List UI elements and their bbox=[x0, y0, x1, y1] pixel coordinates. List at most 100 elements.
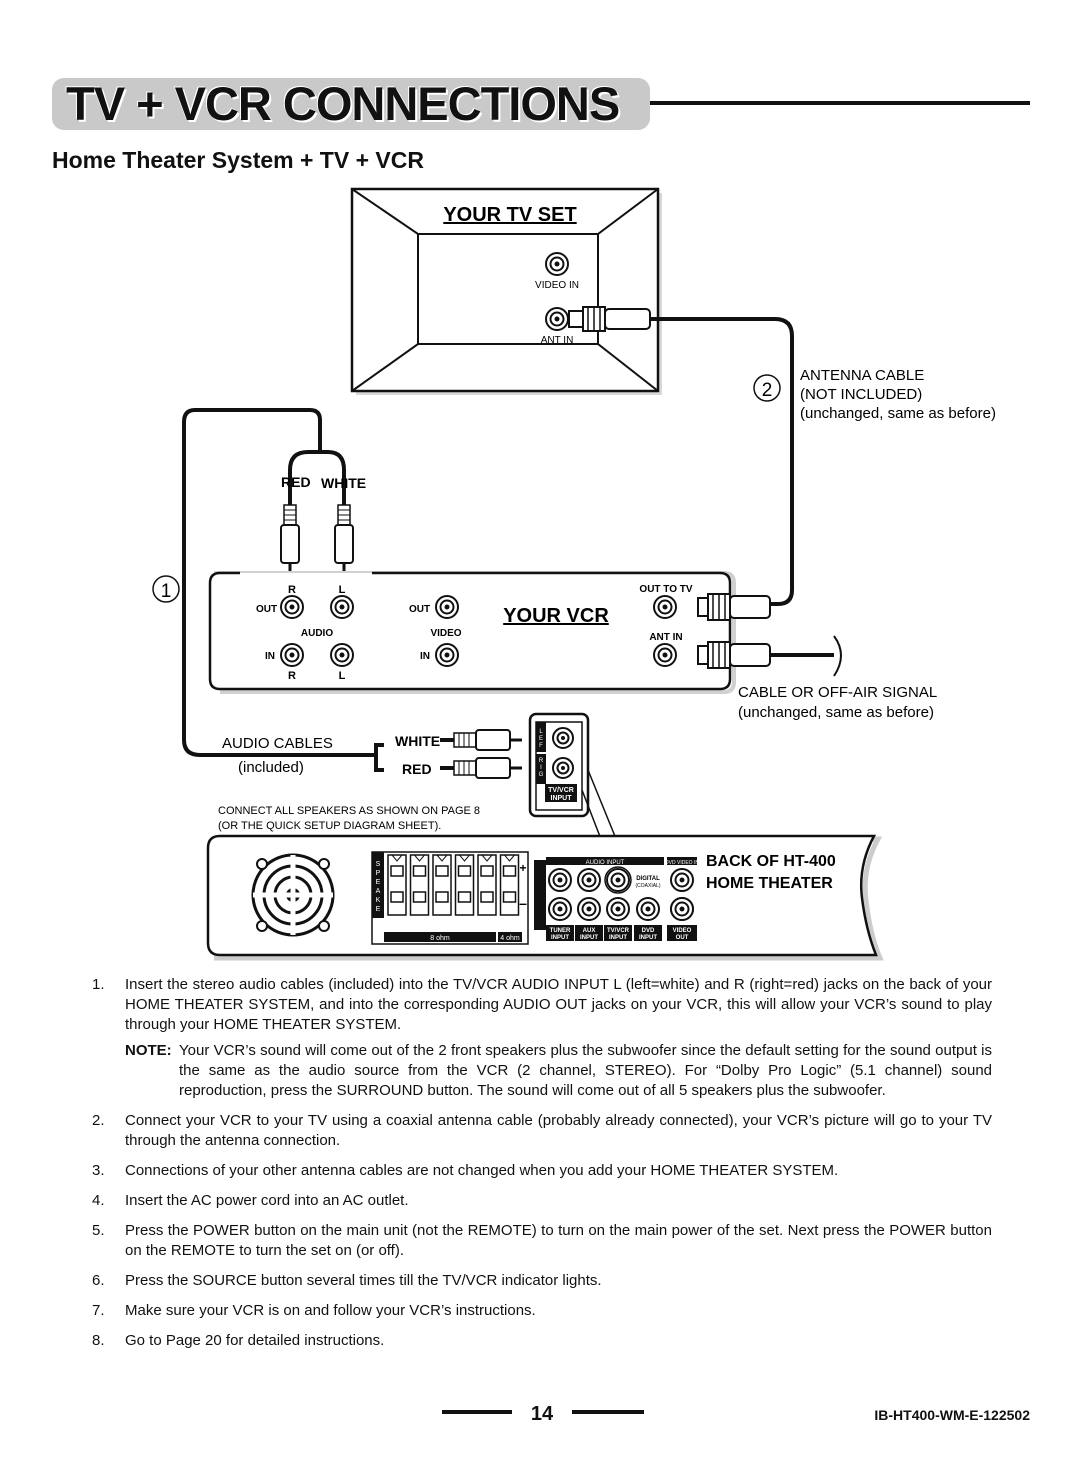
dvd-video-in-label: DVD VIDEO IN bbox=[665, 860, 699, 866]
antenna-cable-unchanged: (unchanged, same as before) bbox=[800, 405, 996, 422]
step-1: 1. Insert the stereo audio cables (inclu… bbox=[92, 975, 992, 1035]
instructions: 1. Insert the stereo audio cables (inclu… bbox=[92, 975, 992, 1361]
vcr-video-out-jack bbox=[435, 595, 459, 619]
vcr-video-in-label: IN bbox=[420, 651, 430, 662]
vcr-audio-out-l-jack bbox=[330, 595, 354, 619]
step-8: 8. Go to Page 20 for detailed instructio… bbox=[92, 1331, 992, 1351]
step-text: Insert the AC power cord into an AC outl… bbox=[125, 1192, 409, 1209]
input-sublabel: INPUT bbox=[551, 935, 569, 941]
step-number: 4. bbox=[92, 1192, 105, 1209]
svg-text:K: K bbox=[376, 897, 381, 904]
cable-signal-label: CABLE OR OFF-AIR SIGNAL bbox=[738, 684, 937, 701]
tv-ant-in-label: ANT IN bbox=[541, 335, 574, 346]
svg-text:E: E bbox=[376, 879, 381, 886]
svg-text:+: + bbox=[519, 861, 526, 875]
video-out-jack bbox=[670, 897, 694, 921]
antenna-cable bbox=[568, 306, 794, 606]
speaker-note-line2: (OR THE QUICK SETUP DIAGRAM SHEET). bbox=[218, 820, 441, 832]
vcr-title: YOUR VCR bbox=[503, 605, 609, 627]
title-banner bbox=[52, 78, 650, 130]
coaxial-label: (COAXIAL) bbox=[635, 883, 660, 889]
input-label: DVD bbox=[642, 928, 655, 934]
tv-title: YOUR TV SET bbox=[443, 204, 576, 226]
dvd-input-jack bbox=[636, 897, 660, 921]
vcr-audio-in-l-label: L bbox=[339, 670, 346, 682]
step-text: Connect your VCR to your TV using a coax… bbox=[125, 1112, 992, 1149]
step-text: Go to Page 20 for detailed instructions. bbox=[125, 1332, 385, 1349]
ht-input-jack bbox=[548, 897, 572, 921]
audio-cables-label: AUDIO CABLES bbox=[222, 735, 333, 752]
svg-text:F: F bbox=[539, 743, 543, 749]
svg-text:–: – bbox=[519, 895, 527, 911]
title-rule bbox=[650, 101, 1030, 105]
vcr-out-coax-plug bbox=[697, 593, 771, 621]
step-number: 1. bbox=[92, 976, 105, 993]
step-5: 5. Press the POWER button on the main un… bbox=[92, 1221, 992, 1261]
step-number: 6. bbox=[92, 1272, 105, 1289]
audio-cable-red-label: RED bbox=[402, 761, 432, 777]
step-text: Insert the stereo audio cables (included… bbox=[125, 976, 992, 1033]
step-number: 3. bbox=[92, 1162, 105, 1179]
tvvcr-left-jack-highlight bbox=[604, 866, 632, 894]
svg-text:L: L bbox=[539, 729, 543, 735]
step-4: 4. Insert the AC power cord into an AC o… bbox=[92, 1191, 992, 1211]
home-theater-title-2: HOME THEATER bbox=[706, 875, 833, 892]
svg-text:G: G bbox=[539, 772, 544, 778]
audio-cable-white-plug bbox=[440, 729, 522, 751]
ht-input-jack bbox=[577, 897, 601, 921]
ht-input-jack bbox=[606, 897, 630, 921]
step-number: 2. bbox=[92, 1112, 105, 1129]
connection-diagram: YOUR TV SET VIDEO IN ANT IN 2 ANTENNA CA… bbox=[152, 187, 996, 961]
video-out-label-1: VIDEO bbox=[673, 928, 692, 934]
antenna-marker-2: 2 bbox=[753, 374, 781, 402]
tv-ant-in-jack bbox=[545, 307, 569, 331]
svg-text:R: R bbox=[539, 758, 544, 764]
ohm8-label: 8 ohm bbox=[430, 935, 450, 942]
vcr-ant-in-label: ANT IN bbox=[649, 632, 682, 643]
vcr-audio-in-r-label: R bbox=[288, 670, 296, 682]
home-theater-panel: S P E A K E FrontRightFrontLeftCenterRea… bbox=[206, 834, 884, 961]
vcr-out-to-tv-jack bbox=[653, 595, 677, 619]
ht-input-jack bbox=[548, 868, 572, 892]
vcr-out-to-tv-label: OUT TO TV bbox=[639, 584, 692, 595]
white-plug-label: WHITE bbox=[321, 475, 366, 491]
audio-cable-red-plug bbox=[440, 757, 522, 779]
vcr-ant-in-jack bbox=[653, 643, 677, 667]
svg-text:E: E bbox=[376, 906, 381, 913]
vcr-in-label: IN bbox=[265, 651, 275, 662]
speaker-terminal-3: Center bbox=[432, 854, 452, 926]
footer-rule-right bbox=[572, 1410, 644, 1414]
ohm4-label: 4 ohm bbox=[500, 935, 520, 942]
antenna-cable-label: ANTENNA CABLE bbox=[800, 367, 924, 384]
svg-text:2: 2 bbox=[762, 380, 773, 401]
note: NOTE: Your VCR’s sound will come out of … bbox=[125, 1041, 992, 1101]
tvvcr-input-inset: L E F R I G TV/VCR INPUT bbox=[528, 712, 633, 879]
svg-text:S: S bbox=[376, 861, 381, 868]
vcr-video-in-jack bbox=[435, 643, 459, 667]
video-out-label-2: OUT bbox=[676, 935, 689, 941]
speaker-note-line1: CONNECT ALL SPEAKERS AS SHOWN ON PAGE 8 bbox=[218, 805, 480, 817]
red-rca-plug bbox=[280, 504, 300, 573]
step-text: Press the SOURCE button several times ti… bbox=[125, 1272, 602, 1289]
tv-video-in-label: VIDEO IN bbox=[535, 280, 579, 291]
cable-signal-unchanged: (unchanged, same as before) bbox=[738, 704, 934, 721]
inset-label-input: INPUT bbox=[551, 795, 573, 802]
vcr-ant-coax-plug bbox=[697, 635, 842, 677]
input-sublabel: INPUT bbox=[609, 935, 627, 941]
svg-text:P: P bbox=[376, 870, 381, 877]
input-sublabel: INPUT bbox=[580, 935, 598, 941]
dvd-video-in-jack bbox=[670, 868, 694, 892]
svg-text:A: A bbox=[376, 888, 381, 895]
step-text: Connections of your other antenna cables… bbox=[125, 1162, 839, 1179]
step-text: Press the POWER button on the main unit … bbox=[125, 1222, 992, 1259]
vcr-out-label: OUT bbox=[256, 604, 277, 615]
step-number: 5. bbox=[92, 1222, 105, 1239]
digital-label: DIGITAL bbox=[636, 876, 660, 882]
input-label: AUX bbox=[583, 928, 596, 934]
step-2: 2. Connect your VCR to your TV using a c… bbox=[92, 1111, 992, 1151]
audio-cables-included: (included) bbox=[238, 759, 304, 776]
inset-label-tvvcr: TV/VCR bbox=[548, 787, 574, 794]
vcr-audio-in-l-jack bbox=[330, 643, 354, 667]
vcr-audio-in-r-jack bbox=[280, 643, 304, 667]
input-label: TV/VCR bbox=[607, 928, 630, 934]
